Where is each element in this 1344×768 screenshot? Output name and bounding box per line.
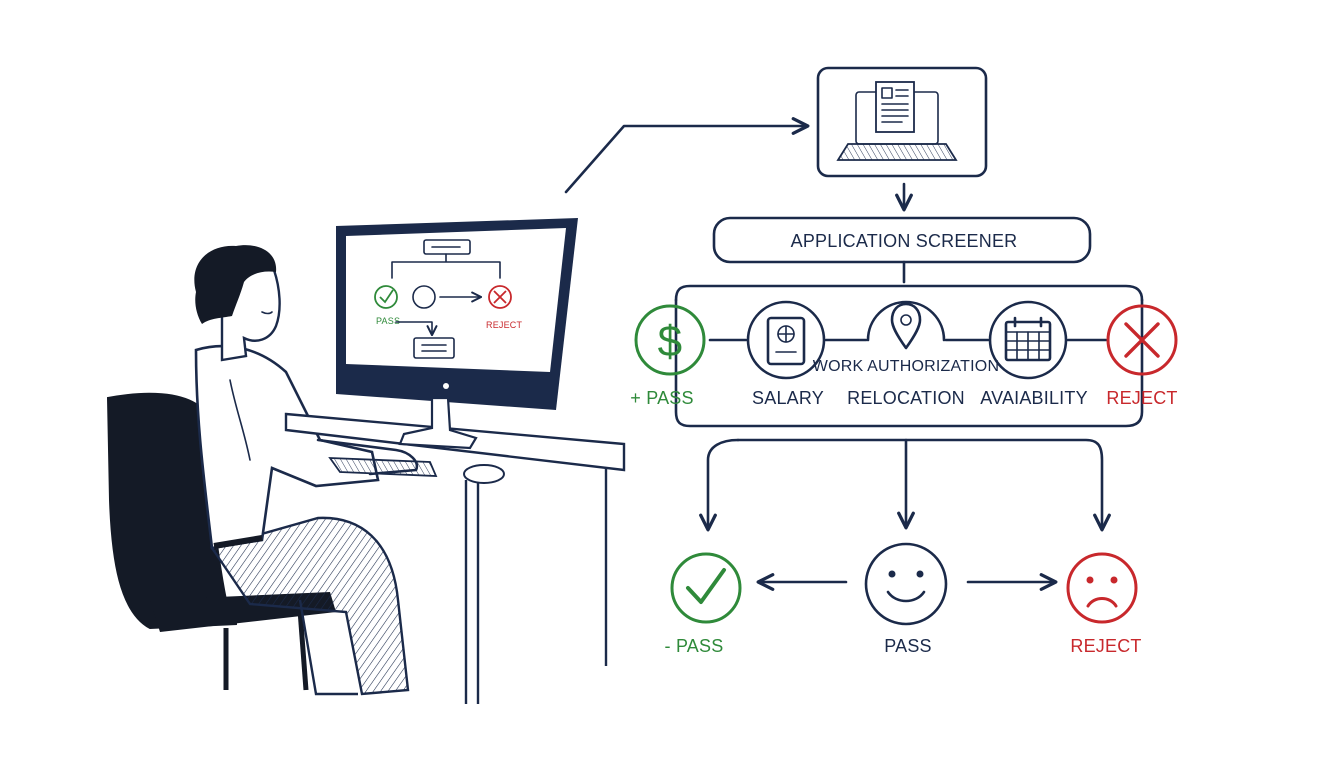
outcome-label-pass: PASS [884, 636, 932, 656]
application-screener-title: APPLICATION SCREENER [791, 231, 1018, 251]
sad-face-icon [1066, 552, 1138, 624]
location-pin-icon [866, 300, 946, 350]
branch-arrow-right [736, 438, 1111, 532]
branch-arrow-left [699, 438, 740, 532]
mouse [463, 464, 505, 484]
criteria-label-reject: REJECT [1106, 388, 1177, 408]
screen-reject-label: REJECT [486, 320, 523, 330]
work-authorization-caption: WORK AUTHORIZATION [813, 358, 999, 375]
laptop-icon [836, 143, 958, 161]
criteria-label-availability: AVAIABILITY [980, 388, 1088, 408]
calendar-icon [988, 300, 1068, 380]
outcome-label-pass-left: - PASS [665, 636, 724, 656]
screen-x-icon [488, 285, 512, 309]
criteria-panel [674, 298, 1144, 428]
check-circle-icon [670, 552, 742, 624]
criteria-label-salary: SALARY [752, 388, 824, 408]
screen-check-icon [374, 285, 398, 309]
criteria-label-pass: + PASS [630, 388, 693, 408]
outcome-label-reject: REJECT [1070, 636, 1141, 656]
criteria-top-bracket [674, 284, 1144, 302]
application-screener-box [712, 216, 1092, 264]
smiley-icon [864, 542, 948, 626]
laptop-application-box [816, 66, 988, 178]
x-circle-icon [1106, 304, 1178, 376]
desktop-monitor: PASS REJECT [336, 218, 578, 450]
screen-pass-label: PASS [376, 316, 400, 326]
monitor-to-laptop-arrow [564, 117, 810, 194]
trousers [210, 516, 410, 696]
svg-text:$: $ [658, 317, 683, 366]
keyboard [328, 457, 438, 477]
person-at-desk-illustration [106, 245, 419, 696]
passport-icon [746, 300, 826, 380]
dollar-icon: $ [634, 304, 706, 376]
criteria-label-relocation: RELOCATION [847, 388, 965, 408]
hair [194, 245, 277, 324]
